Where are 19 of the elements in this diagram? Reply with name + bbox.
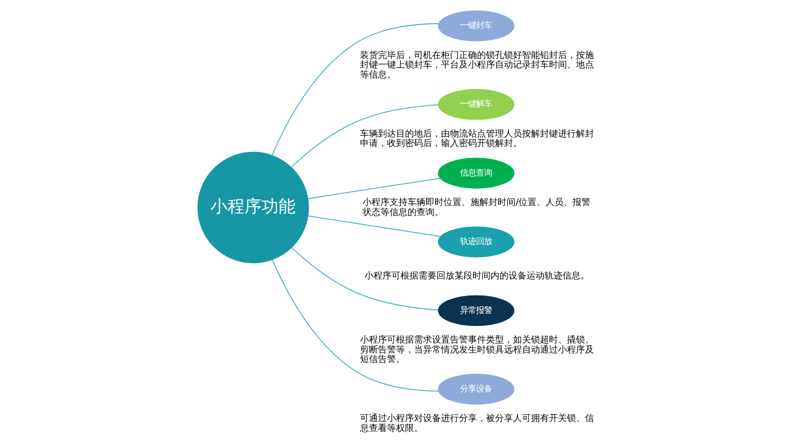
node-ellipse: 一键封车 [438,10,514,42]
node-ellipse: 异常报警 [438,295,514,326]
node-ellipse: 分享设备 [438,374,514,405]
connector [272,23,440,156]
connector [291,247,439,310]
node-label: 装货完毕后，司机在柜门正确的锁孔锁好智能铅封后，按施封键一键上锁封车，平台及小程序自动记录封车时间、地点等信息。 [360,50,594,80]
connector [308,216,441,237]
connector [308,178,441,200]
node-ellipse: 信息查询 [438,158,514,189]
connector [272,259,440,392]
node-label: 小程序可根据需求设置告警事件类型，如关锁超时、撬锁、剪断告警等，当异常情况发生时锁具远程自动通过小程序及短信告警。 [360,335,594,366]
node-label: 小程序支持车辆即时位置、施解封时间/位置、人员、报警状态等信息的查询。 [362,198,591,218]
node-label: 小程序可根据需要回放某段时间内的设备运动轨迹信息。 [364,272,590,282]
node-label: 车辆到达目的地后，由物流站点管理人员按解封键进行解封申请，收到密码后，输入密码开锁解封。 [360,129,594,150]
node-ellipse: 轨迹回放 [438,226,514,258]
node-label: 可通过小程序对设备进行分享，被分享人可拥有开关锁、信息查看等权限。 [360,414,594,434]
connector [290,104,439,168]
node-circle: 小程序功能 [197,152,309,264]
node-ellipse: 一键解车 [438,89,514,120]
